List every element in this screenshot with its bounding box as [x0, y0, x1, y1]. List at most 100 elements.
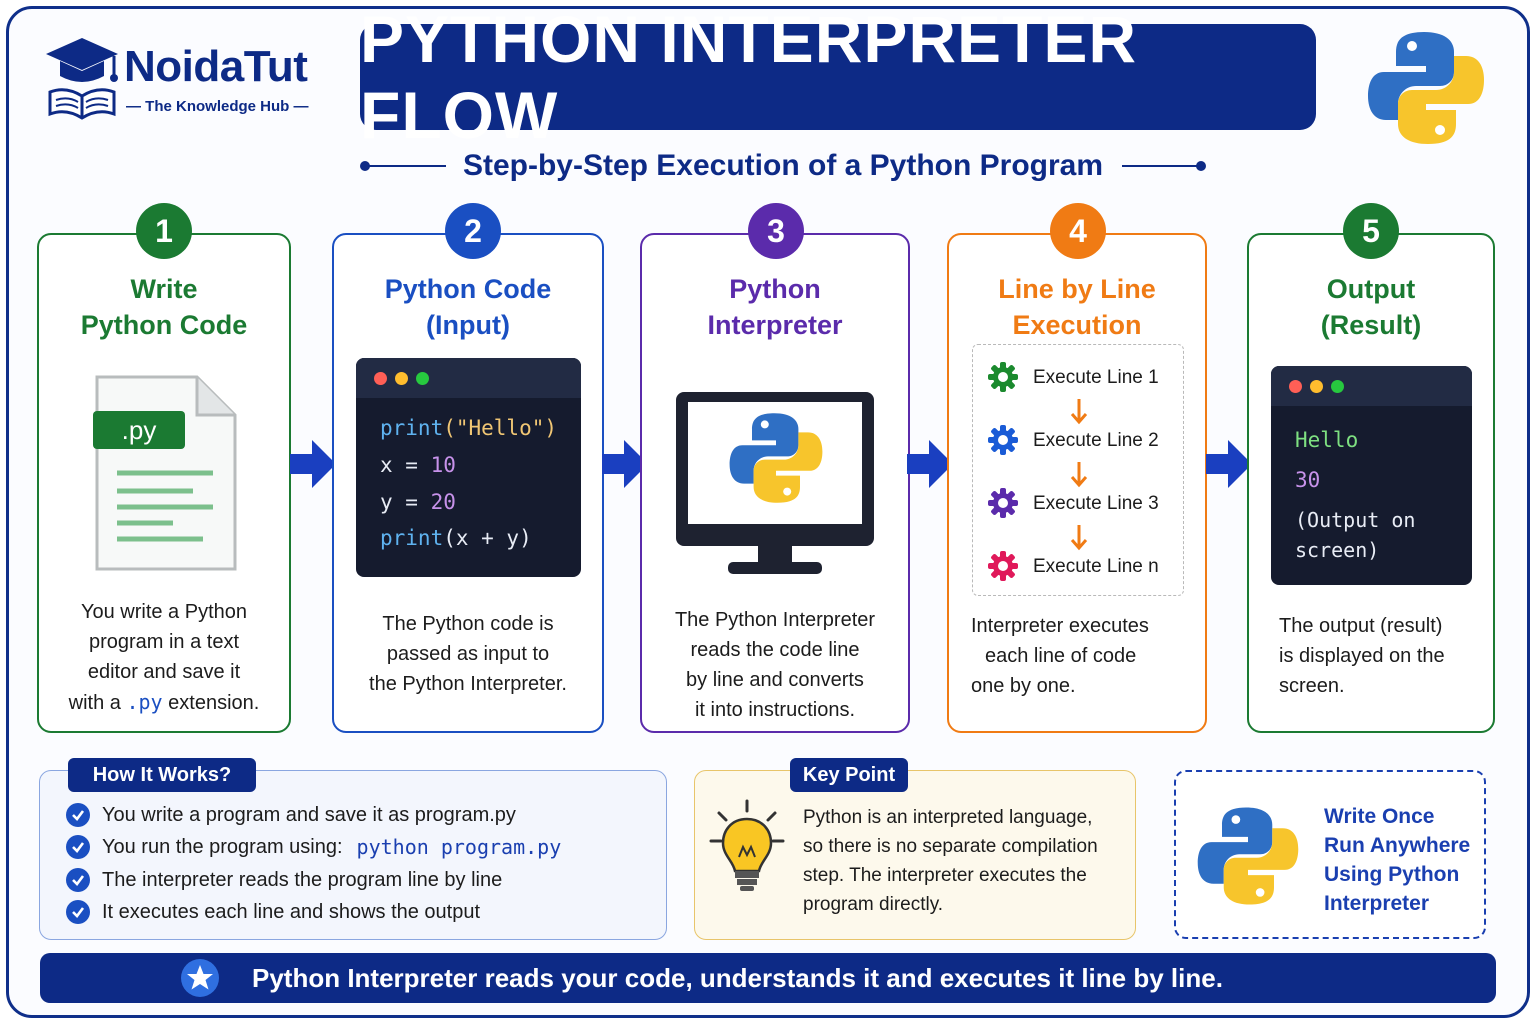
how-it-works-item-1: You write a program and save it as progr…	[66, 803, 516, 827]
step-3-title-line2: Interpreter	[707, 310, 843, 340]
command-code: python program.py	[356, 835, 562, 859]
check-icon	[66, 868, 90, 892]
window-close-dot	[374, 371, 387, 385]
brand-tagline: — The Knowledge Hub —	[126, 98, 309, 115]
step-3-desc-line: it into instructions.	[694, 699, 856, 721]
window-maximize-dot	[1331, 379, 1344, 393]
code-line-4: print(x + y)	[380, 526, 532, 550]
key-point-line: step. The interpreter executes the	[803, 865, 1087, 886]
output-note-line1: (Output on	[1295, 508, 1416, 532]
python-logo-icon	[1197, 807, 1299, 905]
step-5-desc-line: screen.	[1279, 675, 1345, 697]
step-3-badge: 3	[748, 203, 804, 259]
code-editor-window: print("Hello") x = 10 y = 20 print(x + y…	[356, 358, 581, 577]
code-token: print	[380, 526, 444, 550]
flow-arrow-icon	[907, 440, 953, 488]
check-icon	[66, 803, 90, 827]
window-titlebar	[356, 358, 581, 398]
desc-code: .py	[126, 690, 163, 714]
step-2-title-line1: Python Code	[384, 274, 552, 304]
footer-banner: Python Interpreter reads your code, unde…	[40, 953, 1496, 1003]
code-token: x	[380, 453, 393, 477]
step-4-title-line2: Execution	[1012, 310, 1142, 340]
execute-line-2: Execute Line 2	[1033, 430, 1159, 451]
code-token: =	[392, 490, 431, 514]
step-3-title: Python Interpreter	[642, 271, 908, 343]
arrow-down-icon	[1070, 462, 1088, 488]
code-line-3: y = 20	[380, 490, 456, 514]
step-2-title-line2: (Input)	[426, 310, 510, 340]
subtitle: Step-by-Step Execution of a Python Progr…	[462, 149, 1104, 182]
step-4-badge: 4	[1050, 203, 1106, 259]
step-4-title-line1: Line by Line	[998, 274, 1156, 304]
gear-icon	[988, 425, 1018, 455]
step-5-title: Output (Result)	[1249, 271, 1493, 343]
step-1-desc-line: editor and save it	[87, 661, 241, 683]
slogan-line: Interpreter	[1324, 892, 1430, 915]
step-5-desc-line: The output (result)	[1279, 615, 1443, 637]
step-3-desc-line: reads the code line	[690, 639, 860, 661]
code-token: 10	[430, 453, 456, 477]
step-5-desc-line: is displayed on the	[1279, 645, 1445, 667]
how-it-works-text: You write a program and save it as progr…	[102, 803, 516, 826]
window-minimize-dot	[395, 371, 408, 385]
python-logo-icon	[1368, 32, 1484, 144]
page-title: PYTHON INTERPRETER FLOW	[360, 2, 1316, 152]
subtitle-line-right	[1122, 165, 1200, 167]
key-point-panel: Python is an interpreted language, so th…	[694, 770, 1136, 940]
window-maximize-dot	[416, 371, 429, 385]
code-token: y	[380, 490, 393, 514]
output-note-line2: screen)	[1295, 538, 1380, 562]
subtitle-dot-left	[360, 161, 370, 171]
code-token: print	[380, 416, 444, 440]
file-extension-tag: .py	[93, 411, 185, 449]
step-1-desc-line: You write a Python	[80, 601, 248, 623]
step-5-title-line2: (Result)	[1320, 310, 1422, 340]
step-1-card: Write Python Code .py You write a Python…	[37, 233, 291, 733]
window-titlebar	[1271, 366, 1472, 406]
slogan-text: Write Once Run Anywhere Using Python Int…	[1324, 802, 1470, 918]
desc-text: extension.	[162, 692, 260, 714]
output-line-hello: Hello	[1295, 428, 1359, 452]
step-1-description: You write a Python program in a text edi…	[49, 597, 279, 718]
step-4-title: Line by Line Execution	[949, 271, 1205, 343]
step-5-description: The output (result) is displayed on the …	[1279, 611, 1483, 701]
how-it-works-text: The interpreter reads the program line b…	[102, 868, 503, 891]
subtitle-line-left	[368, 165, 446, 167]
step-2-title: Python Code (Input)	[334, 271, 602, 343]
key-point-line: program directly.	[803, 894, 944, 915]
step-1-title: Write Python Code	[39, 271, 289, 343]
subtitle-dot-right	[1196, 161, 1206, 171]
step-2-desc-line: passed as input to	[386, 643, 550, 665]
code-token: =	[392, 453, 431, 477]
step-5-title-line1: Output	[1326, 274, 1416, 304]
execution-steps-box: Execute Line 1 Execute Line 2 Execute Li…	[972, 344, 1184, 596]
code-line-2: x = 10	[380, 453, 456, 477]
how-it-works-item-2: You run the program using: python progra…	[66, 835, 561, 859]
check-icon	[66, 900, 90, 924]
step-3-description: The Python Interpreter reads the code li…	[652, 605, 898, 725]
step-1-badge: 1	[136, 203, 192, 259]
flow-arrow-icon	[602, 440, 648, 488]
step-3-desc-line: by line and converts	[686, 669, 864, 691]
how-it-works-item-4: It executes each line and shows the outp…	[66, 900, 480, 924]
slogan-line: Run Anywhere	[1324, 834, 1471, 857]
output-line-30: 30	[1295, 468, 1321, 492]
step-2-desc-line: the Python Interpreter.	[369, 673, 567, 695]
key-point-label: Key Point	[790, 758, 908, 792]
step-4-desc-line: one by one.	[971, 675, 1076, 697]
how-it-works-panel: You write a program and save it as progr…	[39, 770, 667, 940]
step-3-title-line1: Python	[729, 274, 821, 304]
lightbulb-icon	[709, 799, 785, 891]
star-icon	[181, 959, 219, 997]
step-1-desc-line: with a .py extension.	[49, 687, 279, 718]
step-5-badge: 5	[1343, 203, 1399, 259]
python-file-icon	[95, 375, 237, 571]
footer-text: Python Interpreter reads your code, unde…	[252, 962, 1223, 993]
check-icon	[66, 835, 90, 859]
slogan-panel: Write Once Run Anywhere Using Python Int…	[1174, 770, 1486, 939]
output-window: Hello 30 (Output on screen)	[1271, 366, 1472, 585]
code-token: 20	[430, 490, 456, 514]
step-2-badge: 2	[445, 203, 501, 259]
how-it-works-text: It executes each line and shows the outp…	[102, 900, 481, 923]
